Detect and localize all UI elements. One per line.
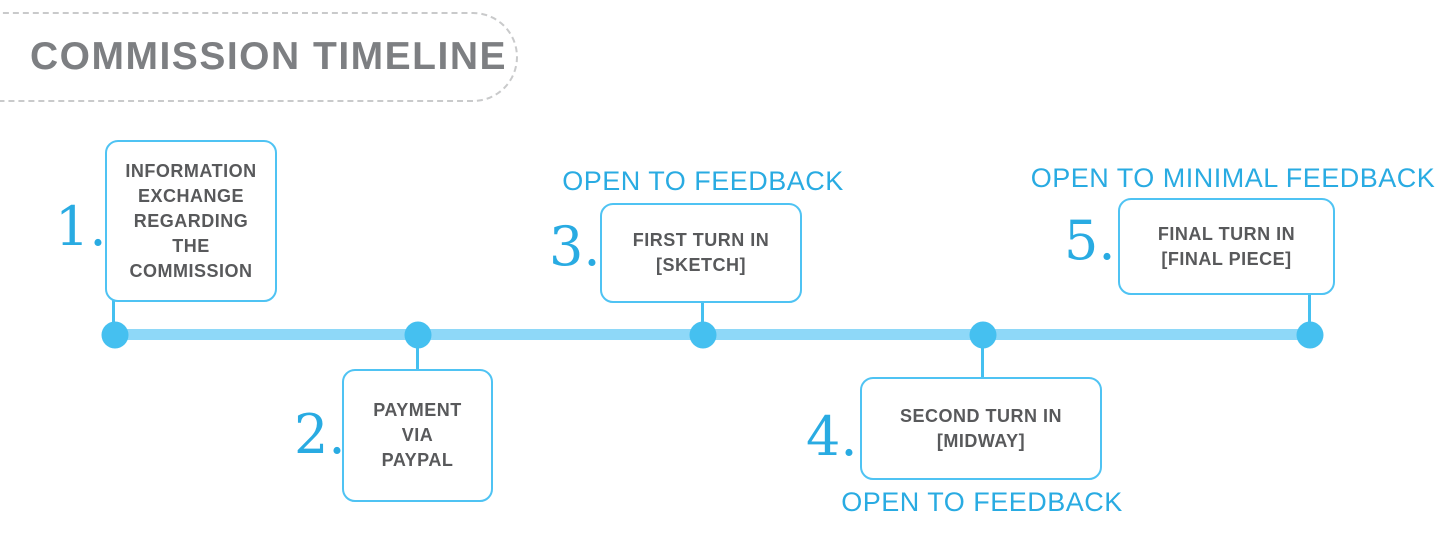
connector-step-1 [112, 300, 115, 336]
title-banner: COMMISSION TIMELINE [0, 12, 518, 102]
step-box-line: [MIDWAY] [936, 430, 1026, 451]
step-box-final-turn-in: FINAL TURN IN [FINAL PIECE] [1118, 198, 1335, 295]
connector-step-2 [416, 335, 419, 371]
timeline-dot-5 [1296, 321, 1324, 349]
step-box-second-turn-in: SECOND TURN IN [MIDWAY] [860, 377, 1102, 480]
step-box-payment-via-paypal: PAYMENT VIA PAYPAL [342, 369, 493, 502]
step-box-information-exchange: INFORMATION EXCHANGE REGARDING THE COMMI… [105, 140, 277, 302]
connector-step-4 [981, 335, 984, 379]
step-number-2: 2. [294, 403, 346, 466]
step-box-line: COMMISSION [129, 260, 253, 281]
feedback-label-step-3: OPEN TO FEEDBACK [562, 166, 844, 196]
feedback-label-step-5: OPEN TO MINIMAL FEEDBACK [1030, 163, 1436, 193]
step-number-4: 4. [806, 405, 858, 468]
connector-step-3 [701, 301, 704, 336]
step-box-line: THE [172, 235, 210, 256]
step-box-line: PAYPAL [381, 450, 454, 470]
step-box-line: FINAL TURN IN [1157, 223, 1296, 244]
page-title: COMMISSION TIMELINE [30, 35, 507, 78]
step-box-line: REGARDING [133, 210, 249, 231]
step-box-line: FIRST TURN IN [632, 230, 770, 250]
timeline-dot-2 [404, 321, 432, 349]
timeline-dot-1 [101, 321, 129, 349]
feedback-label-step-4: OPEN TO FEEDBACK [841, 487, 1123, 517]
step-box-first-turn-in: FIRST TURN IN [SKETCH] [600, 203, 802, 303]
step-number-5: 5. [1064, 209, 1116, 272]
step-box-line: INFORMATION [125, 160, 257, 181]
step-number-1: 1. [55, 195, 107, 258]
step-box-line: EXCHANGE [137, 185, 244, 206]
timeline-dot-3 [689, 321, 717, 349]
step-box-line: VIA [401, 425, 434, 445]
step-box-line: [SKETCH] [656, 255, 746, 275]
step-box-line: SECOND TURN IN [899, 405, 1062, 426]
connector-step-5 [1308, 293, 1311, 336]
step-box-line: [FINAL PIECE] [1161, 248, 1292, 269]
step-number-3: 3. [549, 215, 601, 278]
step-box-line: PAYMENT [373, 400, 462, 420]
timeline-dot-4 [969, 321, 997, 349]
